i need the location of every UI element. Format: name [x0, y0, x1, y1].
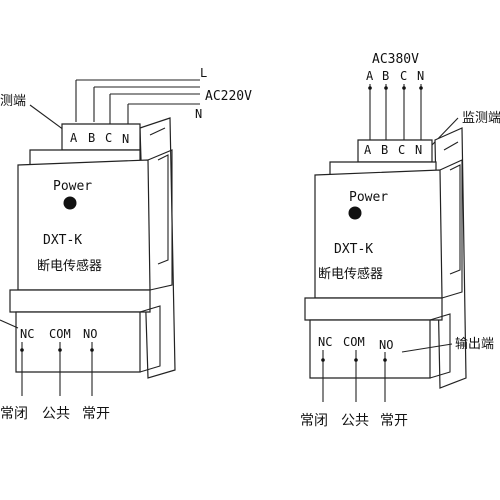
left-power-label: Power: [53, 179, 92, 194]
right-bottom-block: [309, 319, 431, 379]
right-output-NC: NC: [318, 335, 332, 349]
right-housing-ribs: [443, 141, 461, 275]
right-bottom-NC: 常闭: [300, 413, 328, 429]
left-output-pointer: [0, 319, 19, 329]
right-drop-dot-A: [368, 86, 372, 90]
right-supply-voltage: AC380V: [372, 52, 419, 67]
left-output-COM: COM: [49, 327, 71, 341]
left-terminal-N: N: [122, 132, 129, 146]
left-supply-L: L: [200, 66, 207, 80]
left-supply-voltage: AC220V: [205, 89, 252, 104]
left-model: DXT-K: [43, 233, 82, 248]
left-input-pointer: [29, 104, 65, 131]
left-output-NO: NO: [83, 327, 97, 341]
right-phase-B: B: [382, 69, 389, 83]
left-bottom-NO: 常开: [82, 406, 110, 422]
left-lead-dot-NO: [90, 348, 94, 352]
right-drop-dot-B: [384, 86, 388, 90]
right-phase-A: A: [366, 69, 374, 83]
left-bottom-side: [139, 305, 161, 373]
right-front-side: [439, 159, 463, 299]
right-lead-dot-NC: [321, 358, 325, 362]
right-bottom-COM: 公共: [341, 413, 369, 429]
right-monitor-label: 监测端: [462, 111, 500, 126]
left-lead-dot-COM: [58, 348, 62, 352]
left-bottom-COM: 公共: [42, 406, 70, 422]
left-terminal-A: A: [70, 131, 78, 145]
right-lead-dot-NO: [383, 358, 387, 362]
left-front-side: [147, 149, 173, 291]
right-bottom-NO: 常开: [380, 413, 408, 429]
right-terminal-B: B: [381, 143, 388, 157]
right-bottom-side: [429, 313, 451, 379]
left-terminal-B: B: [88, 131, 95, 145]
left-bottom-block: [15, 311, 141, 373]
right-output-label: 输出端: [455, 336, 494, 352]
left-device: L AC220V N 测端 A B C N Power DXT-K 断电传感器 …: [0, 66, 252, 422]
right-terminal-A: A: [364, 143, 372, 157]
left-bottom-NC: 常闭: [0, 406, 28, 422]
left-housing-ribs: [149, 127, 169, 265]
left-device-name: 断电传感器: [37, 258, 102, 274]
right-drop-dot-C: [402, 86, 406, 90]
right-device: AC380V A B C N 监测端 A B C N Power DXT-K 断…: [300, 52, 500, 429]
right-terminal-N: N: [415, 143, 422, 157]
right-lead-dot-COM: [354, 358, 358, 362]
right-phase-C: C: [400, 69, 407, 83]
left-lower-band: [9, 289, 151, 313]
left-supply-N: N: [195, 107, 202, 121]
right-output-COM: COM: [343, 335, 365, 349]
left-output-NC: NC: [20, 327, 34, 341]
right-output-NO: NO: [379, 338, 393, 352]
right-model: DXT-K: [334, 242, 373, 257]
right-device-name: 断电传感器: [318, 266, 383, 282]
right-power-label: Power: [349, 190, 388, 205]
right-output-pointer: [401, 343, 453, 353]
left-input-label: 测端: [0, 94, 26, 109]
right-phase-N: N: [417, 69, 424, 83]
right-power-led-icon: [348, 206, 362, 220]
right-terminal-C: C: [398, 143, 405, 157]
left-lead-dot-NC: [20, 348, 24, 352]
left-terminal-C: C: [105, 131, 112, 145]
right-lower-band: [304, 297, 443, 321]
right-drop-dot-N: [419, 86, 423, 90]
left-power-led-icon: [63, 196, 77, 210]
